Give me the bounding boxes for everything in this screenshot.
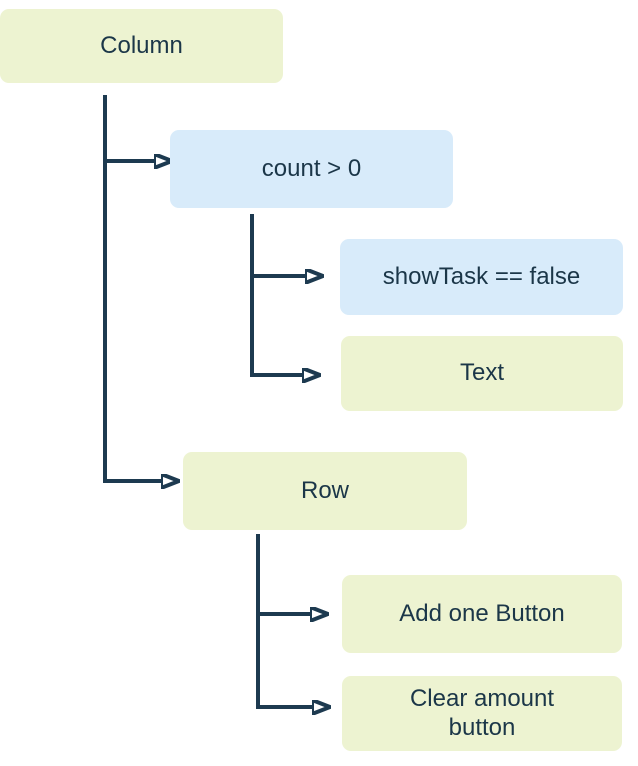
node-text-widget: Text <box>341 336 623 411</box>
node-column: Column <box>0 9 283 83</box>
edge-column-row <box>103 95 161 481</box>
node-condition-count-label: count > 0 <box>261 154 362 182</box>
node-clear-amount-button: Clear amount button <box>342 676 622 751</box>
node-condition-showtask-label: showTask == false <box>382 262 581 290</box>
node-clear-amount-button-label: Clear amount button <box>409 684 555 741</box>
node-text-widget-label: Text <box>459 359 504 387</box>
node-add-one-button-label: Add one Button <box>399 599 565 627</box>
node-row: Row <box>183 452 467 530</box>
node-condition-showtask: showTask == false <box>340 239 623 315</box>
node-condition-count: count > 0 <box>170 130 453 208</box>
node-row-label: Row <box>300 476 349 504</box>
edge-count-text <box>250 214 302 375</box>
edge-row-clear <box>256 534 312 707</box>
node-add-one-button: Add one Button <box>342 575 622 653</box>
node-column-label: Column <box>100 31 183 59</box>
